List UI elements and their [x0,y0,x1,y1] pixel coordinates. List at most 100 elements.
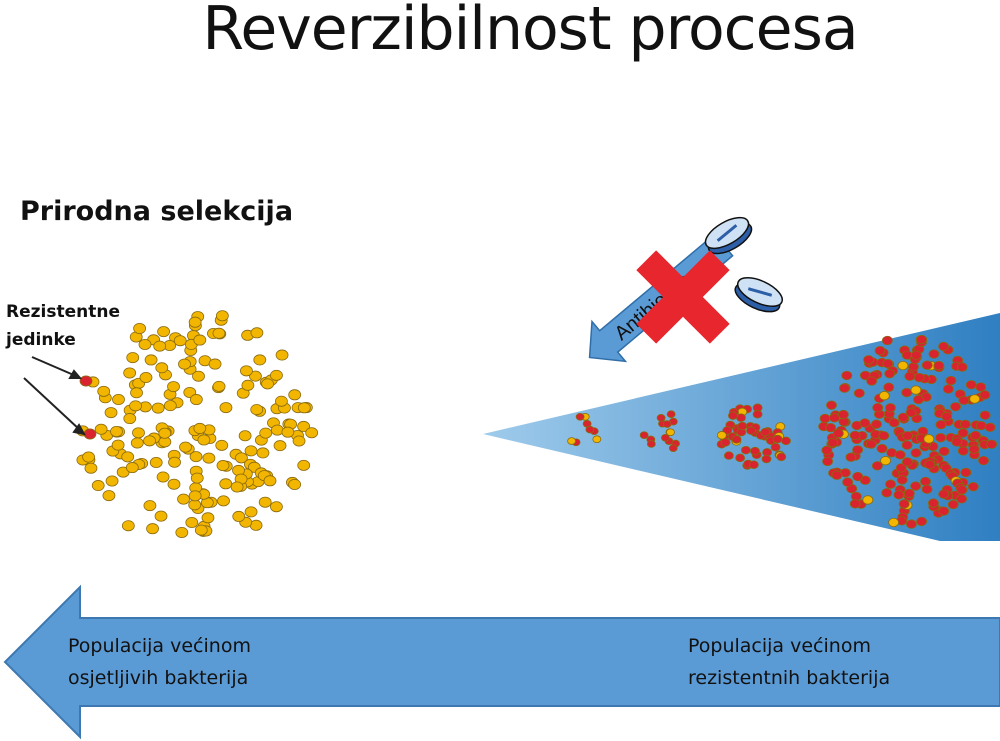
resistant-bacterium [905,407,917,418]
susceptible-bacterium [158,427,172,439]
susceptible-bacterium [244,445,258,457]
resistant-bacterium [646,440,656,448]
susceptible-bacterium [256,447,270,459]
susceptible-bacterium [149,457,163,469]
resistant-bacterium [967,482,979,492]
susceptible-bacterium [208,358,222,370]
resistant-bacterium [956,485,968,495]
resistant-bacterium [903,488,915,499]
susceptible-bacterium [202,452,216,464]
resistant-bacterium [896,475,908,485]
resistant-bacterium [752,410,763,419]
resistant-bacterium [975,382,987,392]
resistant-bacterium [666,410,676,418]
resistant-bacterium [750,446,760,456]
susceptible-bacterium [155,362,169,374]
susceptible-bacterium [105,475,119,487]
resistant-bacterium [731,435,742,444]
resistant-bacterium [662,420,672,428]
susceptible-bacterium [862,495,874,505]
susceptible-bacterium [217,495,230,507]
susceptible-bacterium [261,378,274,390]
susceptible-bacterium [167,478,181,490]
resistant-bacterium [852,445,864,455]
susceptible-bacterium [258,496,272,508]
resistant-bacterium [761,454,772,464]
susceptible-bacterium [84,462,98,474]
susceptible-bacterium [230,481,244,493]
resistant-bacterium [881,335,893,346]
resistant-bacterium [874,345,886,356]
susceptible-bacterium [102,490,116,502]
susceptible-bacterium [281,426,295,438]
susceptible-bacterium [129,400,142,412]
resistant-bacterium [845,452,857,462]
resistant-bacterium [839,383,850,393]
resistant-bacterium [956,362,968,372]
resistant-bacterium [910,350,922,360]
resistant-bacterium [938,489,950,499]
resistant-bacterium [938,446,950,456]
resistant-bacterium [853,388,865,398]
right-arrow-label: Populacija većinom rezistentnih bakterij… [688,630,890,694]
resistant-bacterium [849,499,861,509]
susceptible-bacterium [125,462,139,474]
susceptible-bacterium [275,349,289,361]
resistant-bacterium [863,355,875,365]
susceptible-bacterium [97,385,111,397]
susceptible-bacterium [144,354,158,366]
resistant-bacterium [938,341,950,352]
susceptible-bacterium [592,435,602,444]
susceptible-bacterium [288,389,302,401]
susceptible-bacterium [194,524,208,536]
susceptible-bacterium [153,340,167,352]
susceptible-bacterium [188,316,202,328]
resistant-bacterium [910,481,922,491]
resistant-bacterium [735,453,746,463]
resistant-bacterium [906,519,917,529]
susceptible-bacterium [250,404,264,416]
resistant-bacterium [913,372,925,383]
susceptible-bacterium [219,402,233,414]
susceptible-bacterium [212,380,226,392]
section-heading: Prirodna selekcija [20,196,294,227]
resistant-bacterium [656,414,666,422]
susceptible-bacterium [178,358,191,370]
susceptible-bacterium [910,385,922,395]
susceptible-bacterium [880,456,891,466]
susceptible-bacterium [188,490,202,502]
susceptible-bacterium [143,500,157,512]
susceptible-bacterium [288,478,302,490]
susceptible-bacterium [238,430,252,442]
resistant-bacterium [760,427,771,437]
susceptible-bacterium [123,367,137,379]
resistant-annotation: Rezistentne jedinke [6,298,120,354]
resistant-bacterium [902,431,913,441]
reversal-arrow [3,584,1000,740]
resistant-bacterium [737,421,748,431]
resistant-bacterium [885,403,896,413]
susceptible-bacterium [151,402,165,414]
susceptible-bacterium [192,370,205,382]
susceptible-bacterium [121,451,135,463]
susceptible-bacterium [82,451,95,463]
resistant-bacterium [831,470,843,480]
resistant-bacterium [921,360,933,370]
resistant-bacterium [826,400,837,410]
resistant-bacterium [893,490,905,500]
susceptible-bacterium [270,369,283,381]
resistant-bacterium [979,390,991,400]
susceptible-bacterium [897,360,909,371]
resistant-bacterium [723,451,734,460]
resistant-bacterium [748,460,759,469]
susceptible-bacterium [133,322,147,334]
susceptible-bacterium [173,335,187,347]
resistant-bacterium [894,450,906,460]
susceptible-bacterium [193,334,207,346]
susceptible-bacterium [189,394,203,406]
annotation-arrows [23,356,86,436]
resistant-bacterium [942,384,954,394]
resistant-bacterium [898,499,910,509]
resistant-bacterium [821,445,833,455]
susceptible-bacterium [163,400,177,412]
